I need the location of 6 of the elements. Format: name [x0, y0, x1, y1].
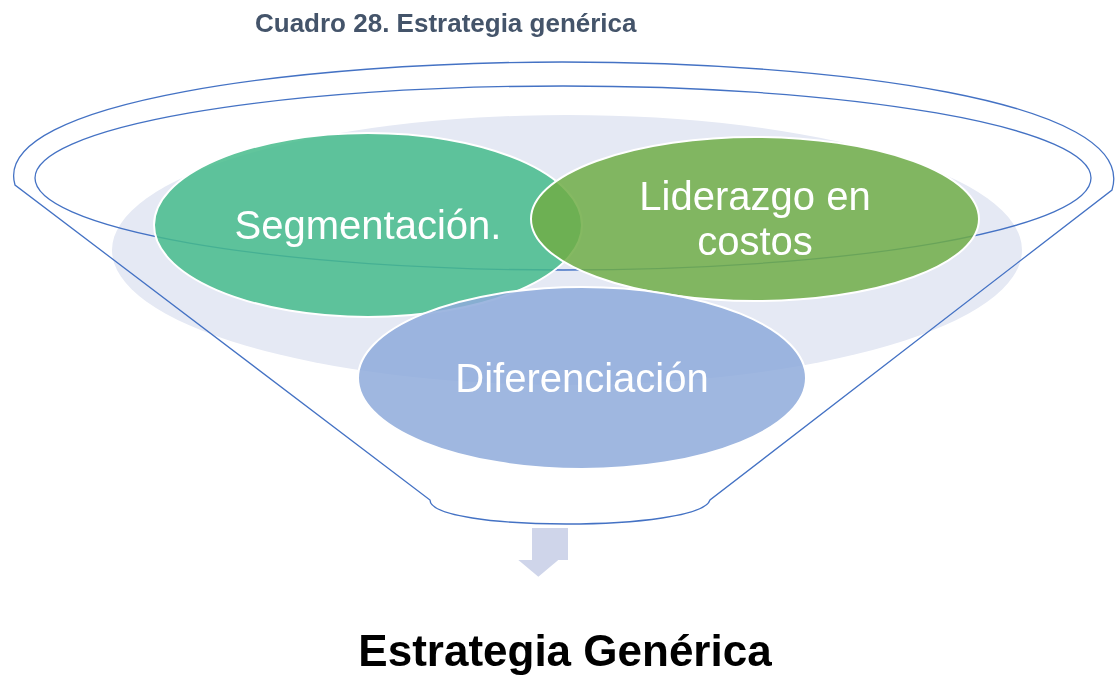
result-label: Estrategia Genérica [358, 626, 772, 676]
strategy-label: Liderazgo en costos [638, 174, 872, 264]
diagram-title: Cuadro 28. Estrategia genérica [255, 8, 637, 39]
strategy-label: Diferenciación [455, 355, 709, 401]
down-arrow [518, 528, 568, 577]
strategy-label: Segmentación. [234, 202, 502, 248]
